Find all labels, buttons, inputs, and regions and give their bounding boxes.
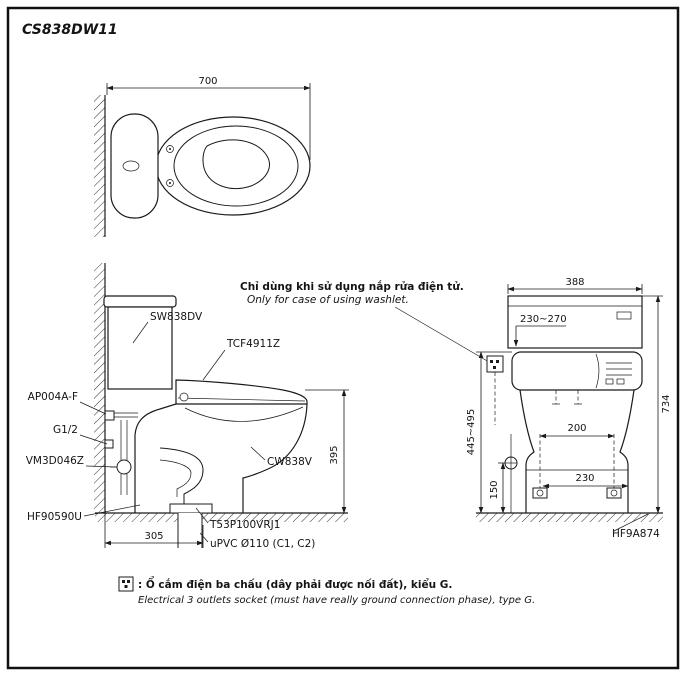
hinge-bottom-dot (169, 182, 171, 184)
socket-symbol (486, 355, 504, 373)
dim-230-label: 230 (575, 473, 594, 484)
label-flange: T53P100VRJ1 (209, 519, 280, 531)
dim-388-label: 388 (565, 277, 584, 288)
tank-body-side (107, 306, 173, 390)
wall-hatch-side-view (94, 263, 105, 513)
thread-fitting (104, 439, 114, 449)
footnote-english: Electrical 3 outlets socket (must have r… (138, 595, 535, 606)
supply-fitting (104, 410, 115, 421)
washlet-lid-side (175, 379, 308, 405)
footnote-socket-pin-3 (124, 585, 128, 588)
stop-valve-body (116, 459, 132, 475)
dim-305-label: 305 (144, 531, 163, 542)
floor-hatch-side-view (95, 513, 348, 522)
leader-washlet (202, 349, 226, 381)
label-washlet: TCF4911Z (226, 338, 280, 350)
leader-thread (79, 434, 108, 445)
leader-seal (83, 504, 141, 517)
panel-button-5 (616, 378, 625, 385)
leader-bowl (250, 446, 266, 461)
bolt-right (606, 487, 622, 499)
label-thread: G1/2 (53, 424, 78, 436)
hinge-bottom (166, 179, 174, 187)
panel-button-4 (605, 378, 614, 385)
footnote: : Ổ cắm điện ba chấu (dây phải được nối … (118, 576, 535, 606)
label-supply: AP004A-F (28, 391, 78, 403)
socket-pin-1 (490, 360, 493, 363)
front-view: 388 230~270 (466, 277, 672, 540)
bowl-back-profile (134, 403, 177, 513)
hinge-top-dot (169, 148, 171, 150)
bolt-left (532, 487, 548, 499)
page-title: CS838DW11 (22, 22, 118, 38)
control-panel-divider (595, 353, 600, 389)
note-leader (394, 306, 490, 363)
footnote-socket-symbol (118, 576, 134, 592)
pipe-mask (178, 513, 202, 548)
leader-supply (79, 401, 107, 415)
note-english: Only for case of using washlet. (247, 294, 409, 306)
leader-drain-pipe (199, 532, 209, 543)
trapway-inner (159, 459, 192, 497)
bolt-left-head (536, 489, 544, 497)
dim-150-label: 150 (489, 480, 500, 499)
top-view: 700 (94, 76, 311, 237)
bowl-inner-plan (202, 139, 270, 190)
dim-395-label: 395 (329, 445, 340, 464)
socket-pin-2 (496, 360, 499, 363)
washlet-hinge-side (179, 392, 189, 402)
logo-mark (616, 311, 632, 320)
dim-700-label: 700 (198, 76, 217, 87)
bowl-front-profile (242, 403, 308, 513)
leader-stop-valve (85, 465, 117, 468)
washlet-front (511, 351, 643, 391)
leader-tank (132, 321, 149, 344)
tank-front (507, 295, 643, 349)
washlet-seam-side (177, 397, 306, 402)
floor-hatch-front-view (476, 513, 663, 522)
label-bowl: CW838V (267, 456, 313, 468)
footnote-socket-pin-1 (122, 580, 125, 583)
leader-flange (195, 507, 209, 524)
footnote-socket-pin-2 (127, 580, 130, 583)
bowl-rim-inner (184, 406, 304, 422)
tank-lid-side (103, 295, 177, 308)
label-drain-pipe: uPVC Ø110 (C1, C2) (210, 538, 315, 550)
label-seal: HF90590U (27, 511, 82, 523)
floor-flange (169, 503, 213, 514)
seat-outline-plan (173, 125, 299, 207)
bolt-right-head (610, 489, 618, 497)
leader-floor-seal (613, 513, 649, 532)
wall-hatch-top-view (94, 95, 105, 237)
side-view: SW838DV TCF4911Z AP004A-F G1/2 VM3D046Z … (26, 263, 490, 550)
pedestal-left-profile (519, 389, 535, 513)
dim-445-495-label: 445~495 (466, 409, 477, 456)
label-floor-seal: HF9A874 (612, 528, 660, 540)
note-vietnamese: Chỉ dùng khi sử dụng nắp rửa điện tử. (240, 280, 464, 293)
label-tank: SW838DV (150, 311, 203, 323)
dim-230-270-label: 230~270 (520, 314, 567, 325)
pedestal-right-profile (619, 389, 635, 513)
hinge-top (166, 145, 174, 153)
footnote-vietnamese: : Ổ cắm điện ba chấu (dây phải được nối … (138, 576, 452, 591)
flush-button-plan (122, 160, 140, 172)
label-stop-valve: VM3D046Z (26, 455, 84, 467)
dim-734-label: 734 (661, 394, 672, 413)
tank-outline-plan (110, 113, 159, 219)
socket-pin-3 (493, 366, 496, 369)
dim-200-label: 200 (567, 423, 586, 434)
trapway-outer (159, 447, 204, 504)
